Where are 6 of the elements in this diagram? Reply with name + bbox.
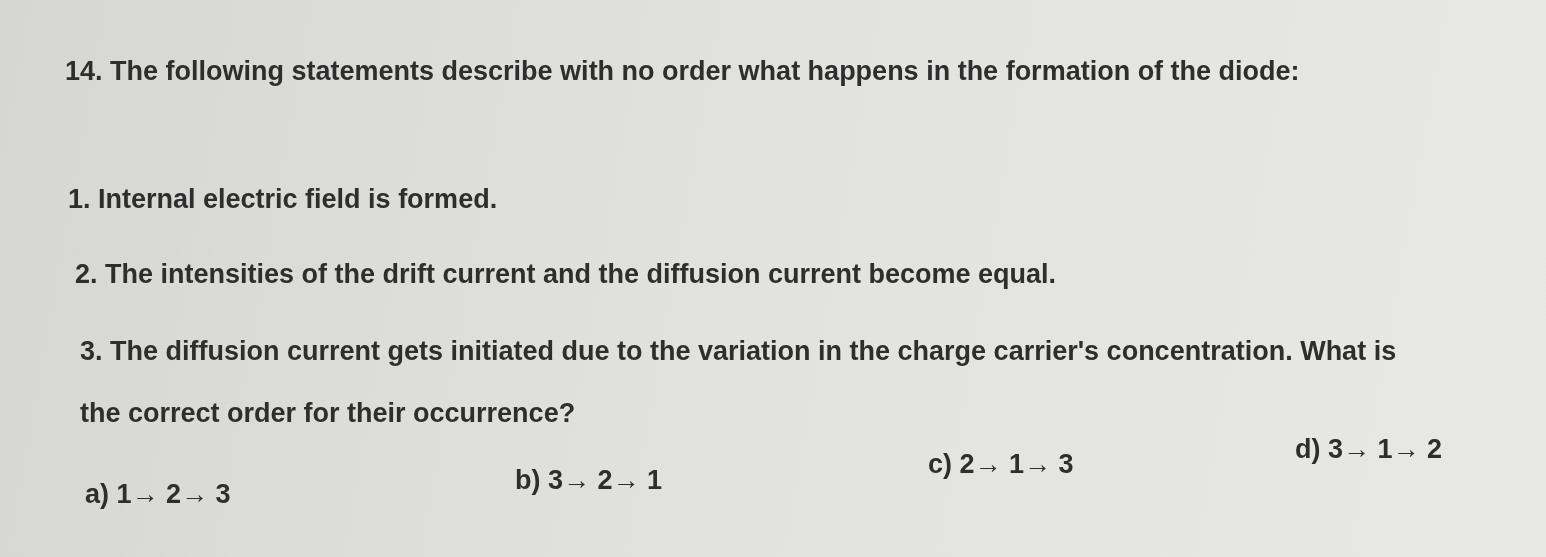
statement-text: 1. Internal electric field is formed.	[68, 183, 499, 216]
answer-option: a) 1→ 2→ 3	[85, 463, 445, 525]
question-text: 14. The following statements describe with no order what happens in the formation of the diode:	[65, 55, 1301, 88]
statement-text: 2. The intensities of the drift current and the diffusion current become equal.	[75, 258, 1058, 291]
answer-option: c) 2→ 1→ 3	[928, 433, 1268, 495]
answer-option: b) 3→ 2→ 1	[515, 449, 875, 511]
